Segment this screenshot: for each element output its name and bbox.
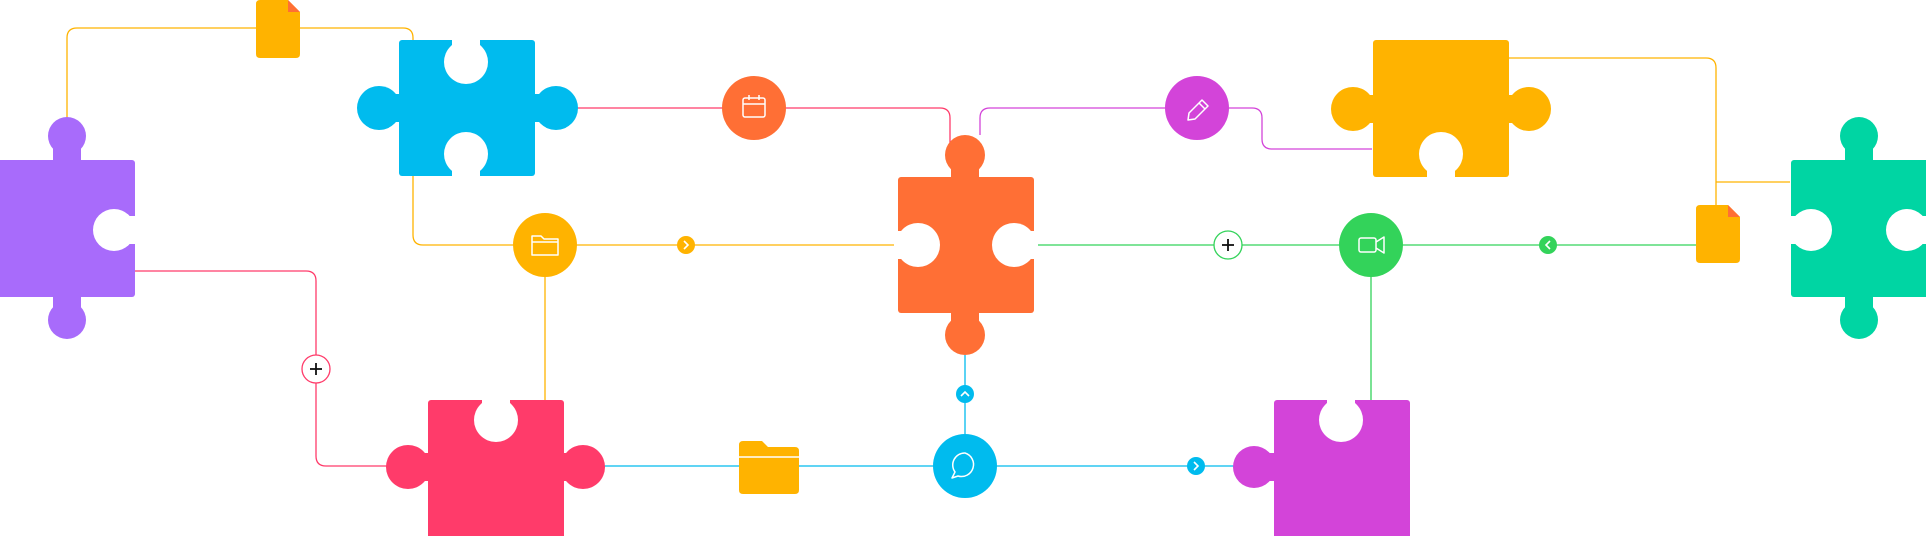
folder-bottom[interactable] bbox=[739, 441, 799, 494]
puzzle-piece-green bbox=[1787, 117, 1926, 339]
arrow-up-blue[interactable] bbox=[956, 385, 974, 403]
puzzle-piece-blue bbox=[357, 38, 578, 178]
connector-pink-purple-red bbox=[133, 270, 392, 467]
folder-icon bbox=[739, 441, 799, 494]
chevron-right-icon bbox=[1193, 461, 1200, 471]
arrow-right-yellow[interactable] bbox=[677, 236, 695, 254]
file-icons bbox=[256, 0, 1740, 494]
document-right[interactable] bbox=[1696, 205, 1740, 263]
document-top[interactable] bbox=[256, 0, 300, 58]
connector-yellow-top-right bbox=[1508, 57, 1717, 205]
chevron-up-icon bbox=[960, 390, 970, 397]
small-markers bbox=[301, 230, 1557, 475]
folder-node[interactable] bbox=[513, 213, 577, 277]
document-icon bbox=[1696, 205, 1740, 263]
chevron-left-icon bbox=[1544, 240, 1551, 250]
puzzle-piece-purple bbox=[0, 117, 136, 339]
puzzle-piece-red bbox=[386, 396, 605, 536]
icon-nodes bbox=[513, 76, 1403, 498]
video-node[interactable] bbox=[1339, 213, 1403, 277]
connector-yellow-top-left bbox=[66, 27, 414, 120]
connector-magenta-edit bbox=[979, 107, 1372, 150]
plus-icon bbox=[1222, 239, 1234, 251]
arrow-left-green[interactable] bbox=[1539, 236, 1557, 254]
puzzle-piece-yellow bbox=[1331, 40, 1551, 179]
puzzle-piece-orange bbox=[894, 135, 1038, 355]
connector-yellow-blue-to-folder bbox=[412, 175, 900, 246]
puzzle-piece-magenta bbox=[1233, 396, 1410, 536]
plus-marker-left[interactable] bbox=[301, 354, 331, 384]
pencil-icon bbox=[1187, 99, 1209, 121]
video-icon bbox=[1358, 236, 1385, 254]
connector-pink-blue-calendar bbox=[575, 107, 951, 145]
calendar-icon bbox=[742, 95, 766, 118]
edit-node[interactable] bbox=[1165, 76, 1229, 140]
calendar-node[interactable] bbox=[722, 76, 786, 140]
chevron-right-icon bbox=[683, 240, 690, 250]
folder-icon bbox=[531, 235, 559, 256]
document-icon bbox=[256, 0, 300, 58]
chat-icon bbox=[951, 452, 975, 479]
arrow-right-blue[interactable] bbox=[1187, 457, 1205, 475]
chat-node[interactable] bbox=[933, 434, 997, 498]
plus-icon bbox=[310, 363, 322, 375]
plus-marker-right[interactable] bbox=[1213, 230, 1243, 260]
puzzle-pieces bbox=[0, 38, 1926, 536]
